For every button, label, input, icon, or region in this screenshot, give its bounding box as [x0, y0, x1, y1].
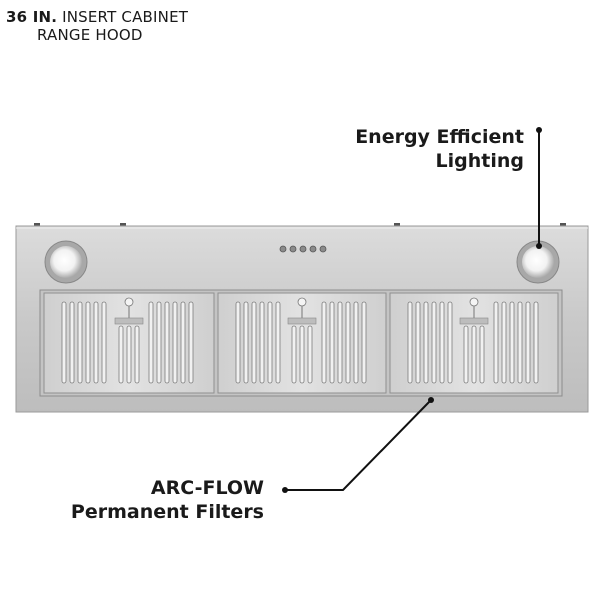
filter-panel [43, 292, 215, 394]
filters-callout-line1: ARC-FLOW [150, 477, 264, 499]
control-buttons [279, 245, 327, 253]
filter-panel [389, 292, 559, 394]
product-type-line1: INSERT CABINET [57, 8, 189, 26]
lighting-callout: Energy Efficient Lighting [284, 125, 524, 173]
lighting-callout-line1: Energy Efficient [355, 126, 524, 148]
lighting-callout-pointer [536, 127, 542, 249]
filters-callout: ARC-FLOW Permanent Filters [4, 476, 264, 524]
filters [43, 292, 559, 394]
control-button [279, 245, 287, 253]
product-type-line2: RANGE HOOD [37, 26, 143, 44]
product-heading: 36 IN. INSERT CABINET RANGE HOOD [6, 8, 188, 44]
lighting-callout-line2: Lighting [435, 150, 524, 172]
control-button [309, 245, 317, 253]
filters-callout-pointer [282, 397, 434, 493]
control-button [299, 245, 307, 253]
product-size: 36 IN. [6, 8, 58, 26]
mounting-screws [34, 223, 566, 227]
left-light [44, 240, 88, 284]
right-light [516, 240, 560, 284]
filters-callout-line2: Permanent Filters [70, 501, 264, 523]
filter-panel [217, 292, 387, 394]
control-button [289, 245, 297, 253]
control-button [319, 245, 327, 253]
